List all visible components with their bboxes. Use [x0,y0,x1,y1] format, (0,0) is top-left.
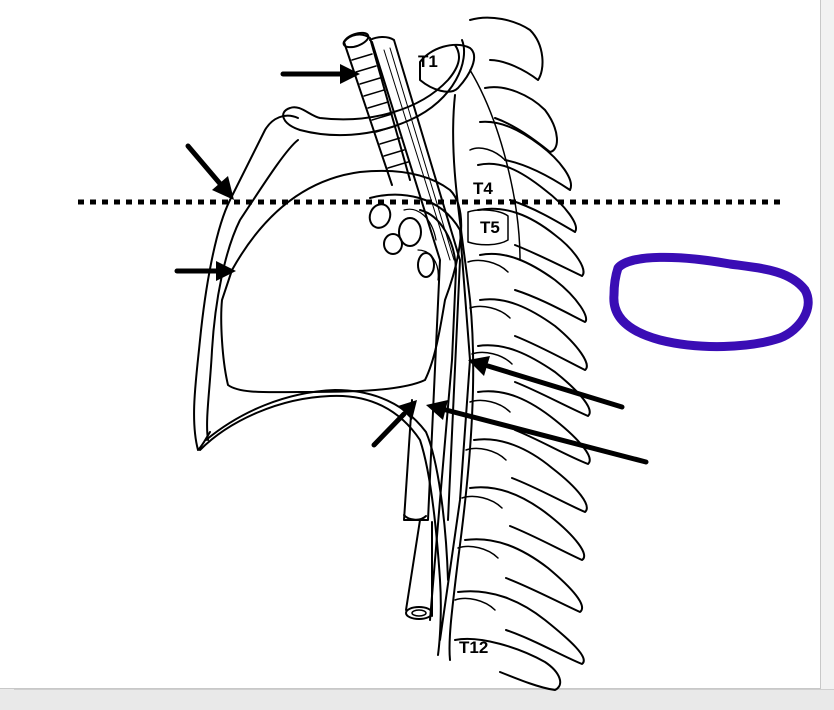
arrow-sternal-angle [185,143,234,200]
right-scroll-gutter [821,0,834,689]
arrow-esophagus [426,400,649,465]
esophagus [369,36,461,521]
diaphragm [199,389,449,656]
highlight-ellipse [609,252,813,352]
label-t4: T4 [473,179,493,198]
arrow-trachea [280,64,360,84]
vertebral-column [419,16,591,691]
label-t5: T5 [480,218,500,237]
heart [220,169,463,394]
arrow-aorta [468,356,625,410]
arrows [174,64,649,465]
aorta [369,193,471,641]
hilar-vessels [368,203,439,281]
inferior-vena-cava [405,519,433,620]
first-rib [282,39,466,137]
label-t12: T12 [459,638,489,657]
arrow-diaphragm [371,400,417,448]
arrow-anterior-heart [174,261,236,281]
bottom-scroll-gutter [14,689,834,710]
label-t1: T1 [418,52,438,71]
